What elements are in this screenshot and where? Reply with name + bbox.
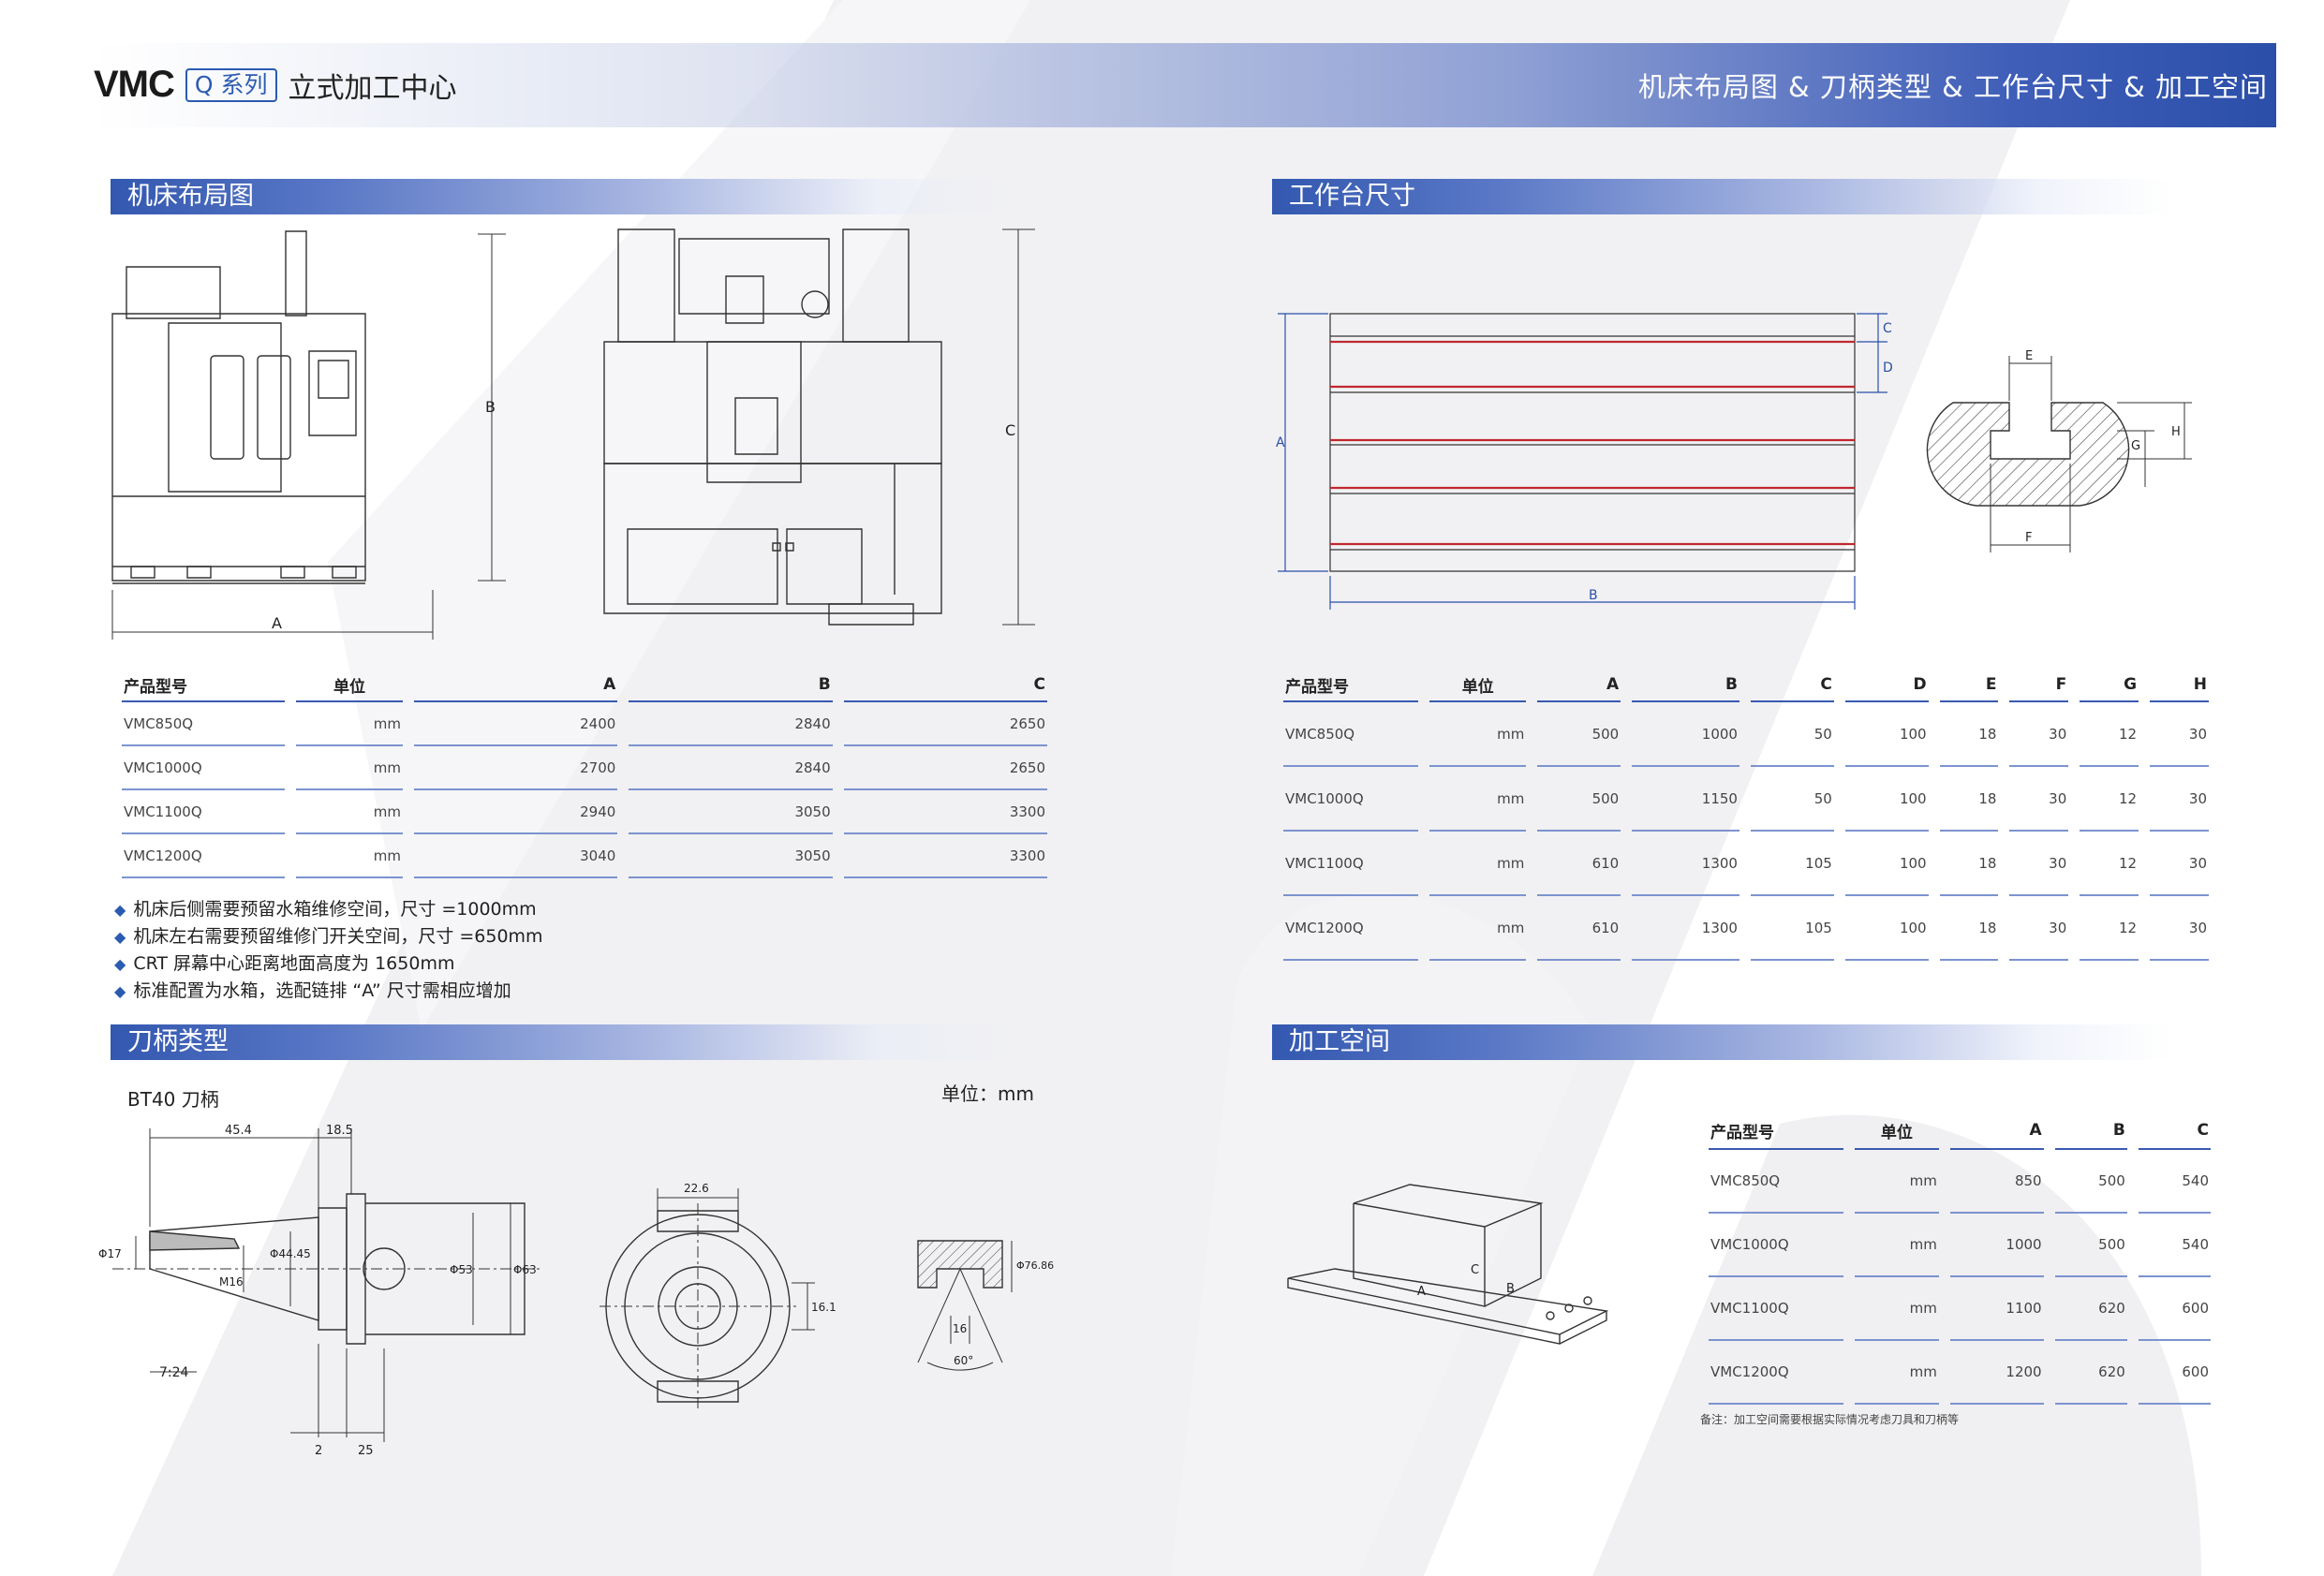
th-b: B [629, 669, 833, 702]
t-slot-section-drawing: E F G H [1939, 349, 2201, 562]
bt40-key-detail-drawing: 16 60° Φ76.86 [899, 1222, 1054, 1381]
dim-phi-17: Φ17 [98, 1247, 122, 1260]
brand-model: VMC [94, 64, 175, 105]
th-unit: 单位 [296, 669, 403, 702]
worktable-top-view-drawing: A B C D [1276, 304, 1893, 613]
bt40-front-view-drawing: 22.6 16.1 [600, 1182, 836, 1419]
section-layout-title: 机床布局图 [111, 179, 1010, 214]
dim-c-label: C [1883, 321, 1892, 336]
work-space-3d-drawing: A B C [1279, 1175, 1606, 1344]
machine-front-view-drawing: A B [94, 220, 525, 641]
brand-series-badge: Q 系列 [185, 67, 277, 102]
note-item: 机床左右需要预留维修门开关空间，尺寸 =650mm [114, 923, 542, 950]
dim-16-1: 16.1 [811, 1301, 836, 1314]
dim-22-6: 22.6 [684, 1182, 709, 1195]
brand: VMC Q 系列 立式加工中心 [94, 64, 457, 106]
page-title: 机床布局图 & 刀柄类型 & 工作台尺寸 & 加工空间 [1637, 71, 2268, 103]
section-table-size-title: 工作台尺寸 [1272, 179, 2171, 214]
dim-m16: M16 [219, 1275, 244, 1289]
note-item: CRT 屏幕中心距离地面高度为 1650mm [114, 950, 543, 978]
work-space-footnote: 备注：加工空间需要根据实际情况考虑刀具和刀柄等 [1700, 1413, 1960, 1426]
dim-c-label: C [1471, 1263, 1479, 1277]
th-a: A [414, 669, 618, 702]
dim-c-label: C [1005, 421, 1015, 439]
dim-a-label: A [1417, 1285, 1426, 1299]
th-model: 产品型号 [1709, 1112, 1843, 1150]
machine-top-view-drawing: C [585, 220, 1035, 632]
header-band [94, 43, 2276, 127]
layout-notes: 机床后侧需要预留水箱维修空间，尺寸 =1000mm 机床左右需要预留维修门开关空… [114, 896, 543, 1005]
dim-phi-63: Φ63 [513, 1263, 537, 1276]
th-unit: 单位 [1429, 669, 1527, 702]
dim-45-4: 45.4 [225, 1124, 252, 1138]
dim-a-label: A [272, 614, 282, 632]
th-c: C [843, 669, 1047, 702]
note-item: 机床后侧需要预留水箱维修空间，尺寸 =1000mm [114, 896, 543, 923]
th-model: 产品型号 [122, 669, 285, 702]
dim-2: 2 [315, 1444, 322, 1458]
dim-b-label: B [1506, 1282, 1515, 1296]
section-work-space-title: 加工空间 [1272, 1024, 2171, 1060]
th-model: 产品型号 [1283, 669, 1418, 702]
dim-18-5: 18.5 [326, 1124, 353, 1138]
section-toolholder-title: 刀柄类型 [111, 1024, 1010, 1060]
brand-title: 立式加工中心 [288, 71, 457, 105]
dim-b-label: B [485, 398, 496, 416]
note-item: 标准配置为水箱，选配链排 “A” 尺寸需相应增加 [114, 978, 543, 1005]
dim-60-deg: 60° [954, 1354, 973, 1367]
toolholder-type-label: BT40 刀柄 [127, 1088, 219, 1111]
dim-a-label: A [1276, 435, 1285, 450]
dim-taper: 7:24 [159, 1365, 189, 1380]
dim-f-label: F [2025, 531, 2032, 545]
dim-g-label: G [2131, 439, 2140, 453]
unit-label: 单位：mm [941, 1083, 1034, 1105]
dim-16: 16 [953, 1322, 967, 1335]
dim-d-label: D [1883, 361, 1893, 376]
dim-h-label: H [2171, 425, 2181, 439]
dim-b-label: B [1589, 588, 1598, 603]
dim-phi-44-45: Φ44.45 [270, 1247, 311, 1260]
dim-phi-53: Φ53 [450, 1263, 473, 1276]
dim-25: 25 [358, 1444, 374, 1458]
dim-phi-76-86: Φ76.86 [1016, 1259, 1054, 1272]
dim-e-label: E [2025, 349, 2033, 363]
bt40-side-view-drawing: 45.4 18.5 7:24 2 25 Φ17 M16 Φ44.45 Φ53 Φ… [98, 1124, 571, 1458]
th-unit: 单位 [1855, 1112, 1939, 1150]
